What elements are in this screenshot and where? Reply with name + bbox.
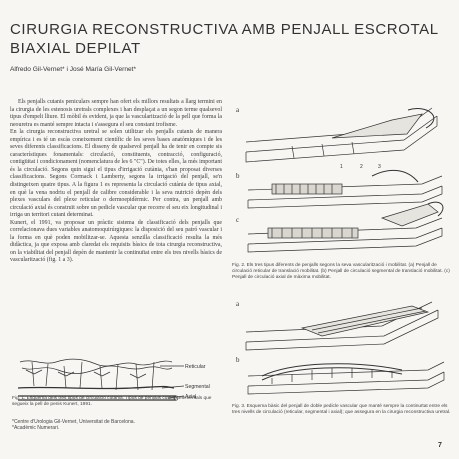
figure-2-diagram: a b c 1 2 3	[236, 106, 444, 253]
footnote-2: *Acadèmic Numerari.	[12, 425, 60, 432]
label-axial: Axial	[185, 394, 196, 400]
body-text: Els penjalls cutanis peniculars sempre h…	[10, 99, 222, 265]
figure-3-diagram: a b	[236, 300, 445, 395]
figure-3-caption: Fig. 3. Esquema bàsic del penjall de dob…	[232, 404, 451, 415]
figure-2-caption: Fig. 2. Els tres tipus diferents de penj…	[232, 263, 450, 280]
paragraph-3: Kunert, el 1991, va proposar un pràctic …	[10, 219, 222, 264]
fig2-number-1: 1	[340, 164, 343, 170]
figure-1-caption: Fig. 1. Esquema dels tres tipus de circu…	[12, 396, 212, 407]
fig2-label-c: c	[236, 216, 239, 224]
fig2-number-2: 2	[360, 164, 363, 170]
figure-1-diagram: Reticular Segmental Axial	[17, 358, 210, 401]
label-reticular: Reticular	[185, 364, 206, 370]
article-title: CIRURGIA RECONSTRUCTIVA AMB PENJALL ESCR…	[10, 20, 450, 58]
title-line-1: CIRURGIA RECONSTRUCTIVA AMB PENJALL ESCR…	[10, 21, 439, 38]
fig2-label-b: b	[236, 172, 240, 180]
paragraph-2: En la cirurgia reconstructiva uretral se…	[10, 129, 222, 219]
page-number: 7	[438, 442, 442, 449]
fig3-label-a: a	[236, 300, 240, 308]
title-line-2: BIAXIAL DEPILAT	[10, 40, 141, 57]
label-segmental: Segmental	[185, 384, 210, 390]
paragraph-1: Els penjalls cutanis peniculars sempre h…	[10, 99, 222, 128]
authors: Alfredo Gil-Vernet* i José María Gil-Ver…	[10, 66, 137, 73]
fig3-label-b: b	[236, 356, 240, 364]
fig2-number-3: 3	[378, 164, 381, 170]
footnotes: *Centre d'Urologia Gil-Vernet, Universit…	[12, 419, 212, 431]
footnote-1: *Centre d'Urologia Gil-Vernet, Universit…	[12, 419, 135, 425]
fig2-label-a: a	[236, 106, 240, 114]
